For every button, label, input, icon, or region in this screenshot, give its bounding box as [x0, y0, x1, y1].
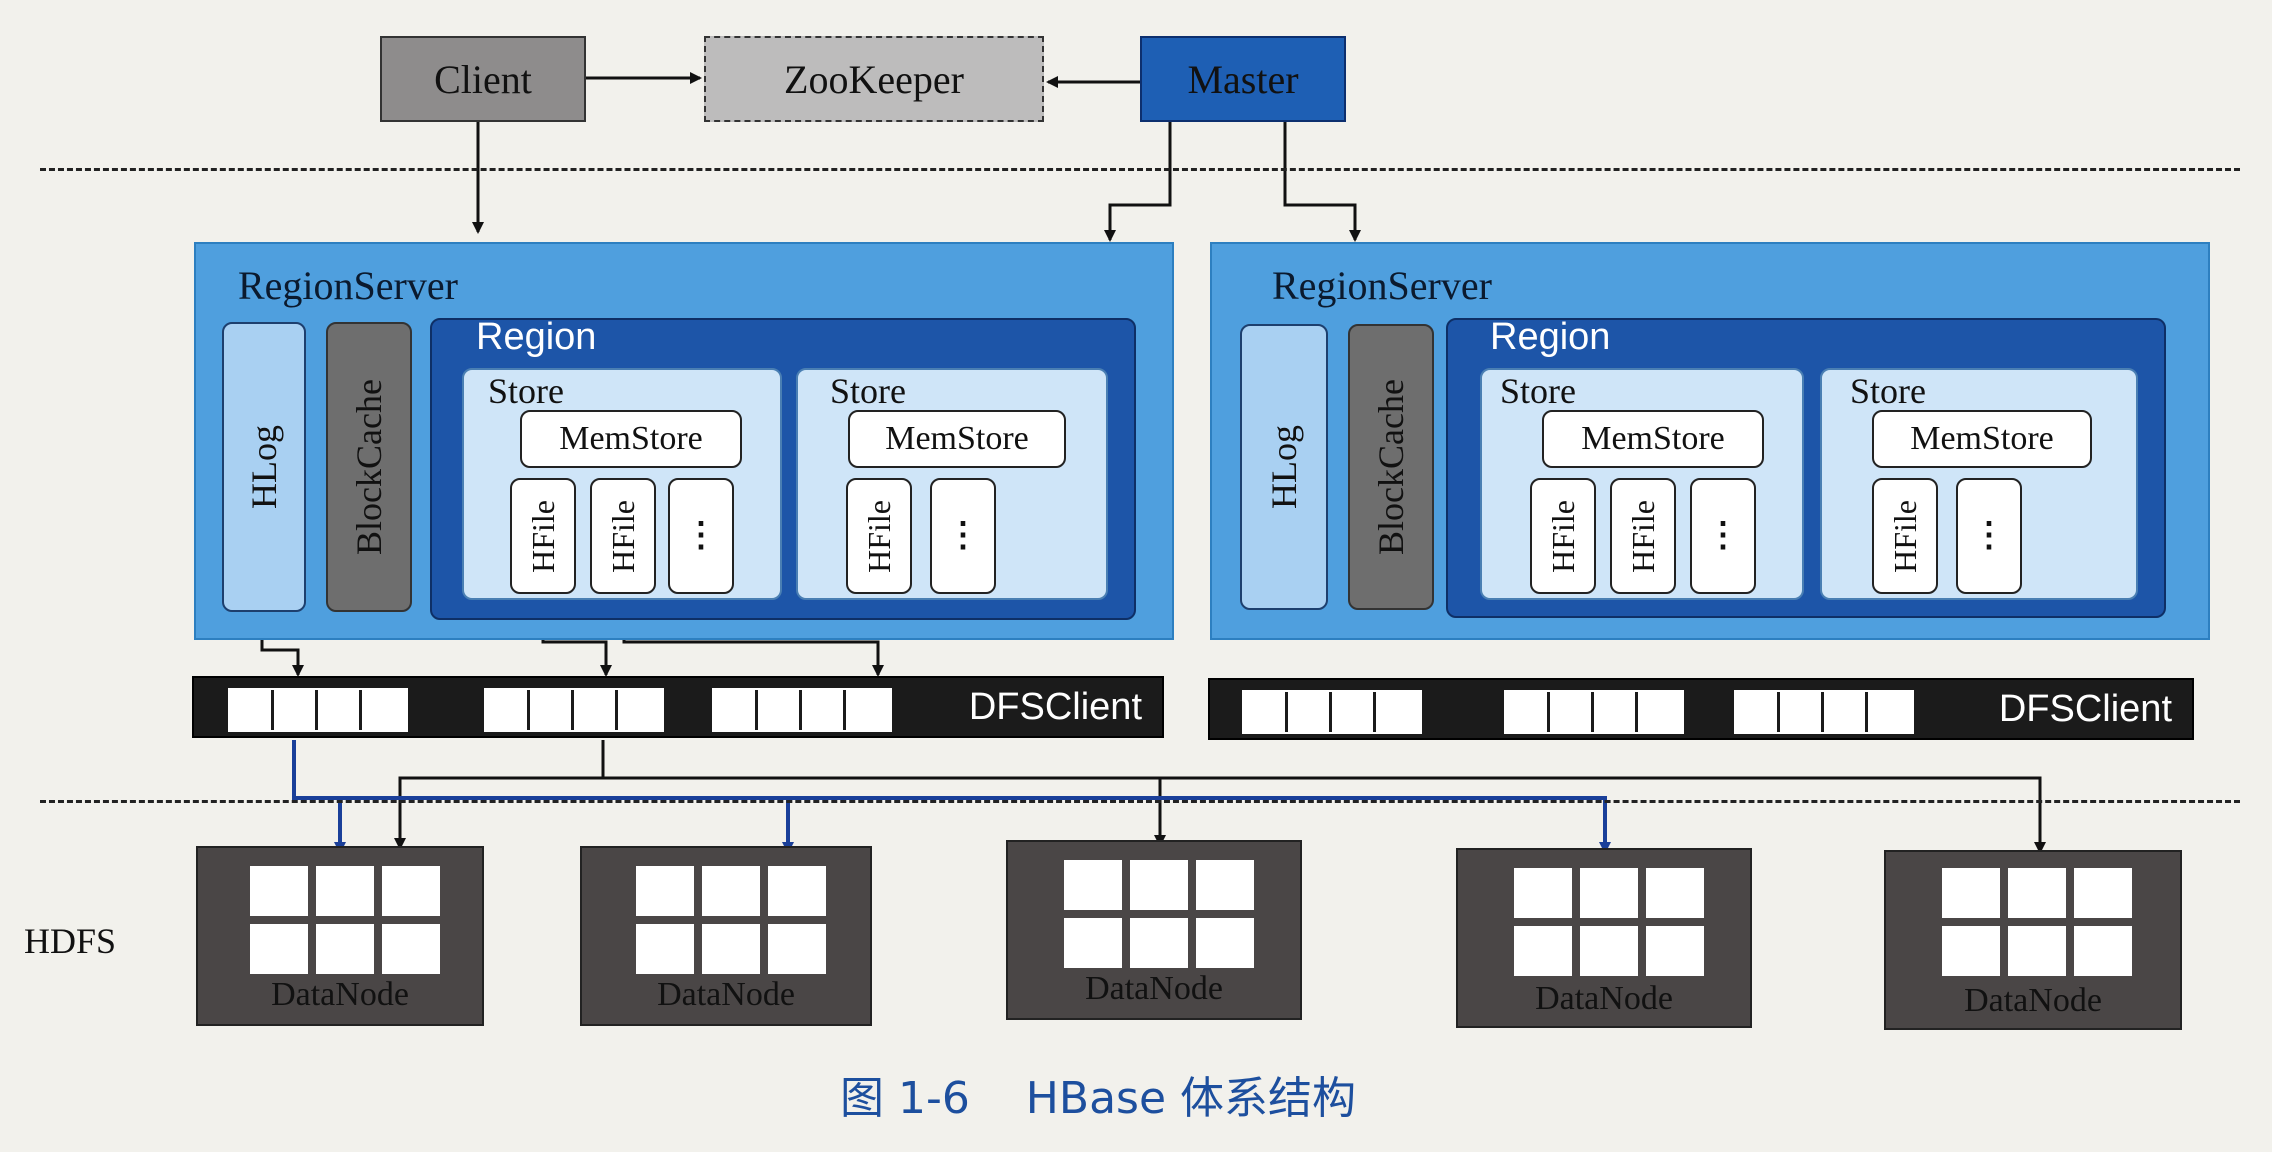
datanode-4-label: DataNode: [1535, 980, 1673, 1017]
hdfs-label: HDFS: [24, 921, 117, 961]
datanode-1: DataNode: [196, 846, 484, 1026]
memstore-1-2-label: MemStore: [885, 420, 1029, 457]
dfsclient-1-queue-a: [228, 688, 408, 732]
ellipsis-icon: ⋮: [1706, 517, 1740, 554]
separator-top: [40, 168, 2240, 171]
master-box: Master: [1140, 36, 1346, 122]
dfsclient-2-label: DFSClient: [1998, 688, 2172, 730]
blockcache-1-label: BlockCache: [349, 379, 389, 555]
hfile-1-2-more: ⋮: [930, 478, 996, 594]
master-label: Master: [1187, 56, 1299, 102]
blockcache-2: BlockCache: [1348, 324, 1434, 610]
datanode-1-label: DataNode: [271, 976, 409, 1013]
client-label: Client: [434, 56, 532, 102]
dfsclient-1-label: DFSClient: [968, 686, 1142, 728]
hfile-1-2-a: HFile: [846, 478, 912, 594]
hfile-2-2-more: ⋮: [1956, 478, 2022, 594]
memstore-1-1: MemStore: [520, 410, 742, 468]
client-box: Client: [380, 36, 586, 122]
region-2-label: Region: [1490, 316, 1611, 358]
datanode-5: DataNode: [1884, 850, 2182, 1030]
region-1-label: Region: [476, 316, 597, 358]
store-1-1-label: Store: [488, 371, 564, 411]
hfile-2-1-b: HFile: [1610, 478, 1676, 594]
store-2-2-label: Store: [1850, 371, 1926, 411]
memstore-2-1: MemStore: [1542, 410, 1764, 468]
hlog-1: HLog: [222, 322, 306, 612]
dfsclient-2-queue-a: [1242, 690, 1422, 734]
dfsclient-2: DFSClient: [1208, 678, 2194, 740]
datanode-3: DataNode: [1006, 840, 1302, 1020]
blockcache-2-label: BlockCache: [1371, 379, 1411, 555]
memstore-1-1-label: MemStore: [559, 420, 703, 457]
store-2-1-label: Store: [1500, 371, 1576, 411]
hfile-1-1-b: HFile: [590, 478, 656, 594]
ellipsis-icon: ⋮: [1972, 517, 2006, 554]
memstore-2-1-label: MemStore: [1581, 420, 1725, 457]
datanode-2: DataNode: [580, 846, 872, 1026]
memstore-1-2: MemStore: [848, 410, 1066, 468]
hfile-2-1-a-label: HFile: [1544, 499, 1581, 573]
hfile-1-2-a-label: HFile: [860, 499, 897, 573]
store-1-2-label: Store: [830, 371, 906, 411]
separator-hdfs: [40, 800, 2240, 803]
figure-caption: 图 1-6 HBase 体系结构: [840, 1073, 1357, 1124]
dfsclient-2-queue-c: [1734, 690, 1914, 734]
hfile-2-2-a-label: HFile: [1886, 499, 1923, 573]
blockcache-1: BlockCache: [326, 322, 412, 612]
memstore-2-2: MemStore: [1872, 410, 2092, 468]
hfile-1-1-more: ⋮: [668, 478, 734, 594]
hfile-2-1-b-label: HFile: [1624, 499, 1661, 573]
zookeeper-box: ZooKeeper: [704, 36, 1044, 122]
dfsclient-1-queue-c: [712, 688, 892, 732]
memstore-2-2-label: MemStore: [1910, 420, 2054, 457]
hfile-2-1-more: ⋮: [1690, 478, 1756, 594]
dfsclient-1: DFSClient: [192, 676, 1164, 738]
hfile-1-1-a: HFile: [510, 478, 576, 594]
hlog-2-label: HLog: [1264, 425, 1304, 509]
hfile-1-1-b-label: HFile: [604, 499, 641, 573]
ellipsis-icon: ⋮: [946, 517, 980, 554]
ellipsis-icon: ⋮: [684, 517, 718, 554]
dfsclient-1-queue-b: [484, 688, 664, 732]
regionserver-2-label: RegionServer: [1272, 263, 1492, 308]
datanode-5-label: DataNode: [1964, 982, 2102, 1019]
datanode-2-label: DataNode: [657, 976, 795, 1013]
dfsclient-2-queue-b: [1504, 690, 1684, 734]
datanode-3-label: DataNode: [1085, 970, 1223, 1007]
zookeeper-label: ZooKeeper: [784, 56, 964, 102]
datanode-4: DataNode: [1456, 848, 1752, 1028]
regionserver-1-label: RegionServer: [238, 263, 458, 308]
hfile-2-2-a: HFile: [1872, 478, 1938, 594]
hlog-1-label: HLog: [244, 425, 284, 509]
hlog-2: HLog: [1240, 324, 1328, 610]
hfile-2-1-a: HFile: [1530, 478, 1596, 594]
hfile-1-1-a-label: HFile: [524, 499, 561, 573]
